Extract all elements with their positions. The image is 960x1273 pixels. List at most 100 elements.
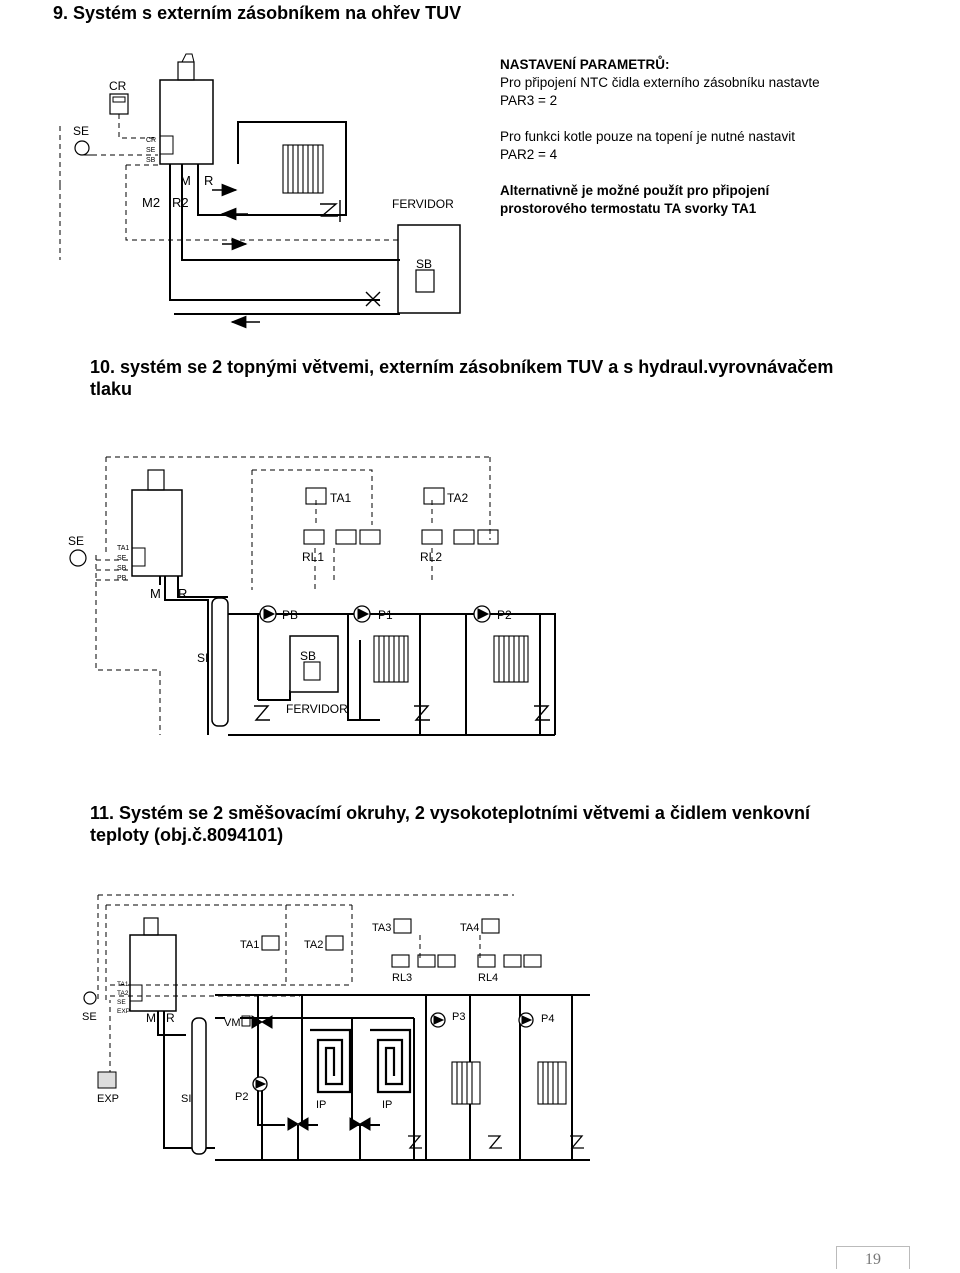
label-r2: R2 — [172, 195, 189, 210]
fervidor-tank-10: SB FERVIDOR — [286, 635, 348, 716]
label-p4: P4 — [541, 1013, 554, 1025]
label-se-11: SE — [82, 1011, 97, 1023]
label-m: M — [180, 173, 191, 188]
control-wiring-10 — [95, 456, 491, 735]
underfloor-loop-1: IP — [310, 1028, 352, 1111]
section-9-heading: 9. Systém s externím zásobníkem na ohřev… — [53, 3, 462, 23]
check-valve — [320, 200, 341, 222]
fervidor-tank: FERVIDOR SB — [392, 197, 461, 314]
diagram-9: CR SE CR SE SB M R M2 R2 — [59, 53, 461, 329]
relay-rl3: RL3 — [391, 954, 456, 984]
pump-p2: P2 — [473, 605, 512, 623]
param-line-1: Pro připojení NTC čidla externího zásobn… — [500, 75, 820, 90]
thermostat-ta4: TA4 — [460, 918, 500, 934]
small-label-se: SE — [146, 147, 156, 154]
label-p2: P2 — [497, 608, 512, 622]
section-11-heading: 11. Systém se 2 směšovacímí okruhy, 2 vy… — [90, 802, 810, 846]
control-wiring — [59, 114, 400, 260]
radiator-11b — [537, 1061, 567, 1105]
param-line-5: Alternativně je možné použít pro připoje… — [500, 183, 770, 198]
param-line-4: PAR2 = 4 — [500, 147, 558, 162]
label-vm: VM — [224, 1017, 241, 1029]
control-wiring-11 — [97, 894, 514, 1075]
section-10-heading-line1: 10. systém se 2 topnými větvemi, externí… — [90, 357, 834, 377]
small-label-se-10: SE — [117, 555, 127, 562]
label-ta1-11: TA1 — [240, 939, 259, 951]
small-label-sb: SB — [146, 157, 156, 164]
label-fervidor-10: FERVIDOR — [286, 702, 348, 716]
hydraulic-separator-si: SI — [197, 597, 229, 727]
label-si-11: SI — [181, 1093, 191, 1105]
pump-p1: P1 — [353, 605, 393, 623]
label-m2: M2 — [142, 195, 160, 210]
outdoor-sensor-se: SE — [73, 124, 92, 156]
expansion-module — [97, 1071, 117, 1089]
label-sb-10: SB — [300, 649, 316, 663]
label-rl2: RL2 — [420, 550, 442, 564]
underfloor-loop-2: IP — [370, 1028, 412, 1111]
label-exp: EXP — [97, 1093, 119, 1105]
small-label-exp: EXP — [117, 1008, 130, 1015]
pump-p3: P3 — [430, 1011, 465, 1028]
label-r: R — [204, 173, 213, 188]
label-se: SE — [73, 124, 89, 138]
label-cr: CR — [109, 79, 127, 93]
mixing-valve-vm: VM — [224, 1015, 273, 1029]
valve-10a — [254, 705, 270, 721]
thermostat-ta1: TA1 — [305, 487, 351, 505]
small-label-se-11: SE — [117, 999, 126, 1006]
label-ta2: TA2 — [447, 491, 468, 505]
thermostat-ta2-11: TA2 — [304, 935, 344, 951]
label-p1: P1 — [378, 608, 393, 622]
label-rl3: RL3 — [392, 972, 412, 984]
param-line-6: prostorového termostatu TA svorky TA1 — [500, 201, 757, 216]
label-ip-1: IP — [316, 1099, 326, 1111]
small-label-ta1: TA1 — [117, 545, 129, 552]
label-se-10: SE — [68, 534, 84, 548]
thermostat-ta3: TA3 — [372, 918, 412, 934]
label-ta3: TA3 — [372, 922, 391, 934]
thermostat-ta1-11: TA1 — [240, 935, 280, 951]
label-r-10: R — [178, 586, 187, 601]
valve-10c — [534, 705, 550, 721]
small-label-cr: CR — [146, 137, 156, 144]
diagram-11: SE EXP TA1 TA2 SE EXP M R TA1 TA2 TA3 — [82, 894, 590, 1161]
flow-arrows — [212, 183, 260, 329]
label-rl1: RL1 — [302, 550, 324, 564]
boiler-11: TA1 TA2 SE EXP — [117, 917, 177, 1015]
relay-rl2: RL2 — [420, 529, 499, 564]
diagram-10: SE TA1 SE SB PB M R TA1 TA2 RL1 RL2 — [68, 456, 556, 736]
label-p3: P3 — [452, 1011, 465, 1023]
label-ta4: TA4 — [460, 922, 479, 934]
label-m-11: M — [146, 1011, 156, 1025]
radiator-11a — [451, 1061, 481, 1105]
valve-10b — [414, 705, 430, 721]
boiler: CR SE SB — [146, 53, 214, 165]
relay-rl1: RL1 — [302, 529, 381, 564]
label-rl4: RL4 — [478, 972, 498, 984]
small-label-sb-10: SB — [117, 565, 127, 572]
relay-rl4: RL4 — [477, 954, 542, 984]
heating-pipes — [169, 121, 400, 315]
label-ta1: TA1 — [330, 491, 351, 505]
outdoor-sensor-se-11 — [83, 991, 97, 1005]
label-ta2-11: TA2 — [304, 939, 323, 951]
pump-pb: PB — [259, 605, 298, 623]
label-sb: SB — [416, 257, 432, 271]
small-label-ta2-11: TA2 — [117, 990, 129, 997]
radiator-10b — [493, 635, 529, 683]
thermostat-ta2: TA2 — [423, 487, 468, 505]
small-label-pb: PB — [117, 575, 127, 582]
label-pb: PB — [282, 608, 298, 622]
small-label-ta1-11: TA1 — [117, 981, 129, 988]
param-line-2: PAR3 = 2 — [500, 93, 558, 108]
radiator-10a — [373, 635, 409, 683]
param-line-3: Pro funkci kotle pouze na topení je nutn… — [500, 129, 795, 144]
pump-p2-11: P2 — [235, 1076, 268, 1103]
pipes-10 — [159, 576, 556, 736]
boiler-10: TA1 SE SB PB — [117, 469, 183, 582]
params-heading: NASTAVENÍ PARAMETRŮ: — [500, 57, 670, 72]
label-fervidor: FERVIDOR — [392, 197, 454, 211]
label-m-10: M — [150, 586, 161, 601]
